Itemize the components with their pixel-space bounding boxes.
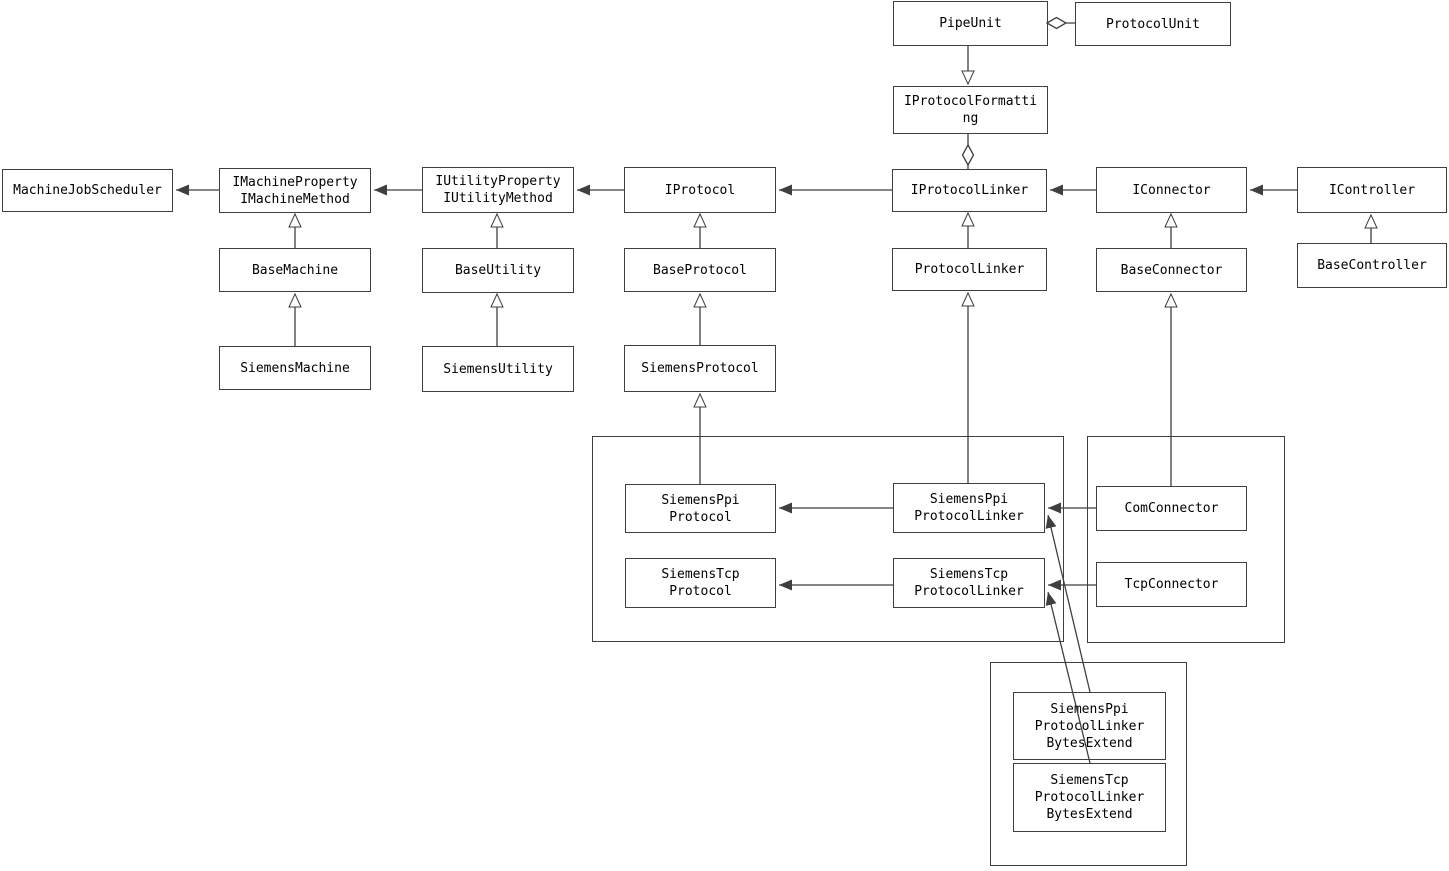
class-box-base-protocol: BaseProtocol	[624, 248, 776, 292]
class-box-iprotocol-linker: IProtocolLinker	[892, 169, 1047, 212]
class-box-iprotocol: IProtocol	[624, 167, 776, 213]
class-box-com-connector: ComConnector	[1096, 486, 1247, 531]
aggregation-diamond-iprotocolformatting	[961, 143, 975, 167]
class-box-iutility-property-method: IUtilityProperty IUtilityMethod	[422, 167, 574, 213]
class-box-iprotocol-formatting: IProtocolFormatti ng	[893, 86, 1048, 134]
aggregation-diamond-pipeunit	[1045, 16, 1068, 30]
group-box-siemens-protocol-implementations	[592, 436, 1064, 642]
class-box-base-utility: BaseUtility	[422, 248, 574, 293]
class-box-siemens-tcp-protocol-linker: SiemensTcp ProtocolLinker	[893, 558, 1045, 608]
class-box-base-connector: BaseConnector	[1096, 248, 1247, 292]
class-box-siemens-ppi-protocol-linker-bytes-extend: SiemensPpi ProtocolLinker BytesExtend	[1013, 692, 1166, 760]
class-box-pipe-unit: PipeUnit	[893, 1, 1048, 46]
class-box-machine-job-scheduler: MachineJobScheduler	[2, 169, 173, 212]
class-box-siemens-machine: SiemensMachine	[219, 346, 371, 390]
class-box-siemens-ppi-protocol: SiemensPpi Protocol	[625, 484, 776, 533]
group-box-connector-implementations	[1087, 436, 1285, 643]
class-box-base-machine: BaseMachine	[219, 248, 371, 292]
class-box-icontroller: IController	[1297, 167, 1447, 213]
class-box-siemens-utility: SiemensUtility	[422, 346, 574, 392]
class-box-base-controller: BaseController	[1297, 243, 1447, 288]
class-box-siemens-ppi-protocol-linker: SiemensPpi ProtocolLinker	[893, 483, 1045, 533]
class-box-tcp-connector: TcpConnector	[1096, 562, 1247, 607]
class-box-siemens-tcp-protocol: SiemensTcp Protocol	[625, 558, 776, 608]
class-box-iconnector: IConnector	[1096, 167, 1247, 213]
class-box-siemens-protocol: SiemensProtocol	[624, 345, 776, 392]
class-box-imachine-property-method: IMachineProperty IMachineMethod	[219, 168, 371, 213]
class-box-protocol-unit: ProtocolUnit	[1075, 2, 1231, 46]
class-box-protocol-linker: ProtocolLinker	[892, 248, 1047, 291]
class-box-siemens-tcp-protocol-linker-bytes-extend: SiemensTcp ProtocolLinker BytesExtend	[1013, 763, 1166, 832]
